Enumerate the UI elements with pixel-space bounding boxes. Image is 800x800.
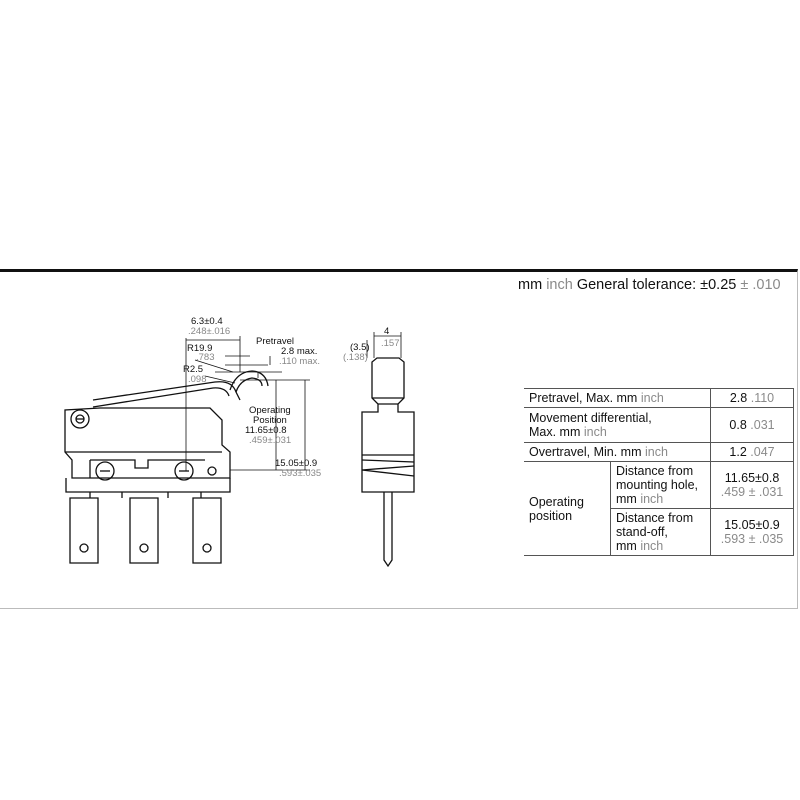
- tolerance-pm: ±: [740, 277, 749, 293]
- dim-s-mm: (3.5): [350, 342, 370, 353]
- dim-r2-mm: R2.5: [183, 364, 203, 375]
- tolerance-note: mm inch General tolerance: ±0.25 ± .010: [518, 277, 781, 293]
- side-view: [361, 332, 415, 568]
- dim-so-in: .593±.035: [279, 468, 321, 479]
- pretravel-label: Pretravel, Max. mm inch: [524, 388, 711, 408]
- dim-so-mm: 15.05±0.9: [275, 458, 317, 469]
- movement-value: 0.8 .031: [710, 407, 794, 443]
- dim-w-in: .157: [381, 338, 400, 349]
- row-overtravel: Overtravel, Min. mm inch 1.2 .047: [524, 442, 794, 462]
- unit-mm: mm: [518, 277, 543, 293]
- overtravel-value: 1.2 .047: [710, 442, 794, 462]
- hole-value: 11.65±0.8.459 ± .031: [710, 461, 794, 509]
- dim-s-in: (.138): [343, 352, 368, 363]
- dim-r1-mm: R19.9: [187, 343, 212, 354]
- spec-table: Pretravel, Max. mm inch 2.8 .110 Movemen…: [524, 388, 794, 556]
- dim-op-mm: 11.65±0.8: [245, 425, 287, 436]
- dim-r2-in: .098: [188, 374, 207, 385]
- dim-d1-mm: 6.3±0.4: [191, 316, 223, 327]
- dim-pretravel-label: Pretravel: [256, 336, 294, 347]
- standoff-value: 15.05±0.9.593 ± .035: [710, 508, 794, 556]
- dim-d1-in: .248±.016: [188, 326, 230, 337]
- tolerance-label: General tolerance: ±0.25: [576, 277, 737, 293]
- dim-op-label2: Position: [253, 415, 287, 426]
- figure-frame: [0, 269, 798, 609]
- row-movement: Movement differential,Max. mm inch 0.8 .…: [524, 407, 794, 443]
- tolerance-inch-value: .010: [752, 277, 781, 293]
- movement-label: Movement differential,Max. mm inch: [524, 407, 711, 443]
- dim-pt-mm: 2.8 max.: [281, 346, 317, 357]
- row-pretravel: Pretravel, Max. mm inch 2.8 .110: [524, 388, 794, 408]
- dim-pt-in: .110 max.: [279, 356, 320, 367]
- overtravel-label: Overtravel, Min. mm inch: [524, 442, 711, 462]
- pretravel-value: 2.8 .110: [710, 388, 794, 408]
- front-view: [64, 336, 310, 564]
- operating-position-label: Operating position: [524, 461, 611, 556]
- dim-w-mm: 4: [384, 326, 389, 337]
- unit-inch: inch: [546, 277, 573, 293]
- dim-op-in: .459±.031: [249, 435, 291, 446]
- dim-r1-in: .783: [196, 352, 215, 363]
- dim-op-label1: Operating: [249, 405, 291, 416]
